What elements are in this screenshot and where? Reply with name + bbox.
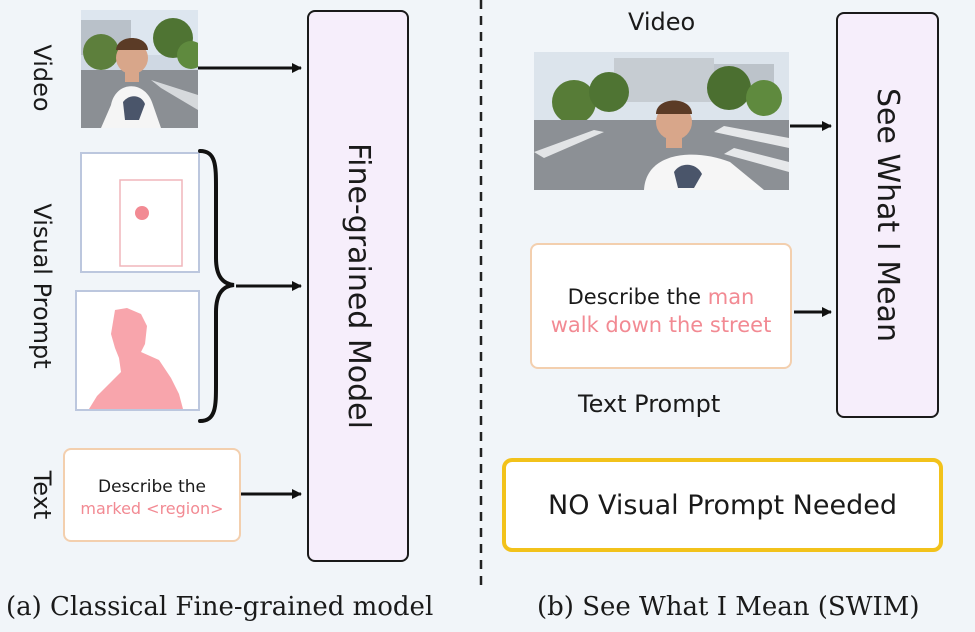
- visual-prompt-box-point: [80, 152, 200, 273]
- arrows-right: [790, 121, 832, 317]
- text-prompt-box-left: Describe the marked <region>: [63, 448, 241, 542]
- text-prompt-right-line1: Describe the man: [567, 285, 755, 309]
- arrows-left: [198, 63, 302, 499]
- text-prompt-label: Text Prompt: [578, 390, 721, 418]
- visual-prompt-mask: [75, 290, 200, 411]
- text-prompt-left-line1: Describe the: [97, 477, 207, 497]
- text-prompt-right-line2: walk down the street: [550, 313, 772, 337]
- caption-right: (b) See What I Mean (SWIM): [537, 592, 920, 622]
- video-label-right: Video: [628, 8, 696, 36]
- swim-model-box: [836, 12, 939, 418]
- swim-model-label: See What I Mean: [870, 88, 905, 342]
- caption-left: (a) Classical Fine-grained model: [6, 592, 434, 622]
- fine-grained-model-box: [307, 10, 409, 562]
- text-prompt-left-line2: marked <region>: [80, 499, 224, 518]
- text-prompt-box-right: Describe the man walk down the street: [530, 243, 792, 369]
- fine-grained-model-label: Fine-grained Model: [341, 143, 376, 429]
- no-visual-prompt-note: NO Visual Prompt Needed: [502, 458, 943, 552]
- no-visual-prompt-text: NO Visual Prompt Needed: [548, 489, 897, 521]
- video-thumbnail-right: [534, 52, 789, 190]
- video-thumbnail-left: [81, 10, 198, 128]
- curly-brace: [198, 149, 235, 423]
- panel-divider: [479, 0, 483, 590]
